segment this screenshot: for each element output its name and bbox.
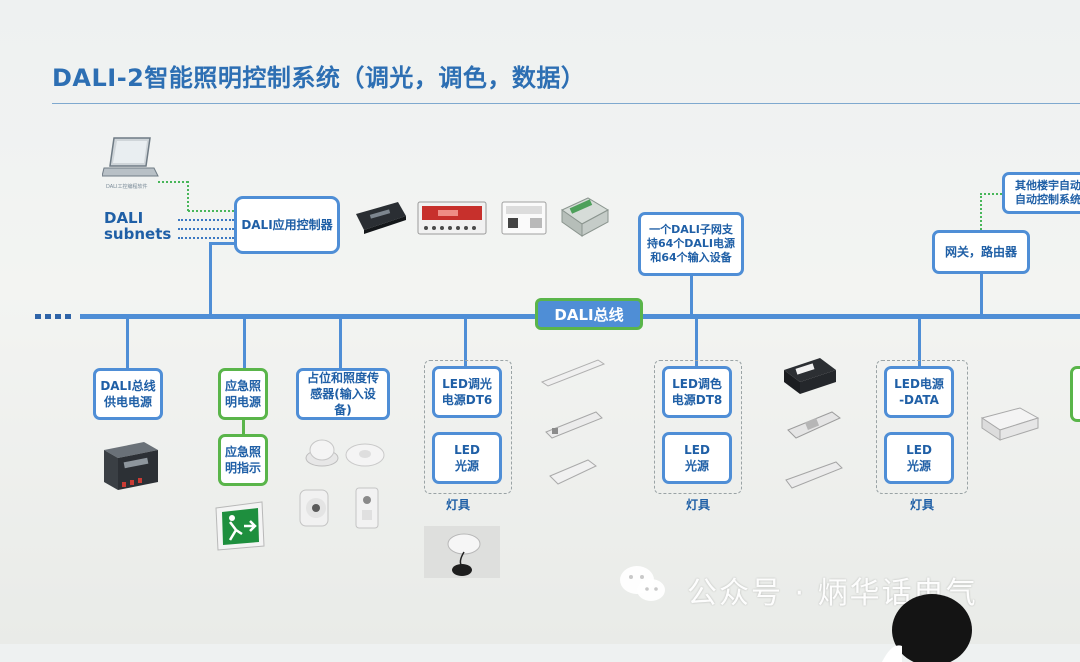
subnet-link-3 — [178, 237, 234, 239]
drop-dt6 — [464, 318, 467, 368]
led-source-box: LED 光源 — [432, 432, 502, 484]
drop-emergency — [243, 318, 246, 370]
controller-device-icon — [356, 202, 406, 234]
fixture-label: 灯具 — [686, 498, 711, 512]
subnet-capacity-box: 一个DALI子网支 持64个DALI电源 和64个输入设备 — [638, 212, 744, 276]
title-divider — [52, 103, 1080, 104]
person-head — [882, 594, 972, 662]
led-driver-icon — [549, 459, 597, 485]
led-driver-icon — [787, 411, 841, 439]
laptop-link-h1 — [158, 181, 188, 183]
bus-continuation — [35, 314, 71, 319]
subnet-link-2 — [178, 228, 234, 230]
laptop-link-h2 — [188, 210, 234, 212]
sensor-icon — [299, 489, 329, 527]
sensor-icon — [305, 439, 339, 467]
led-dim-dt6-box: LED调光 电源DT6 — [432, 366, 502, 418]
subnet-link-1 — [178, 219, 234, 221]
gateway-box: 网关，路由器 — [932, 230, 1030, 274]
led-driver-icon — [784, 358, 836, 394]
led-driver-icon — [545, 411, 603, 439]
drop-dt8 — [695, 318, 698, 368]
fixture-label: 灯具 — [446, 498, 471, 512]
exit-sign-icon — [215, 501, 265, 551]
sensor-icon — [345, 443, 385, 467]
led-downlight-photo — [424, 526, 500, 578]
bus-power-device-icon — [104, 442, 158, 490]
drop-bus-power — [126, 318, 129, 370]
laptop-caption: DALI工控编程软件 — [106, 184, 148, 190]
fixture-label: 灯具 — [910, 498, 935, 512]
fixture-group-data — [876, 360, 968, 494]
drop-data — [918, 318, 921, 368]
led-source-box: LED 光源 — [884, 432, 954, 484]
led-color-dt8-box: LED调色 电源DT8 — [662, 366, 732, 418]
led-source-box: LED 光源 — [662, 432, 732, 484]
emergency-power-box: 应急照 明电源 — [218, 368, 268, 420]
led-power-data-box: LED电源 -DATA — [884, 366, 954, 418]
emergency-sign-box: 应急照 明指示 — [218, 434, 268, 486]
app-controller-box: DALI应用控制器 — [234, 196, 340, 254]
controller-device-icon — [417, 201, 487, 235]
bus-power-box: DALI总线 供电电源 — [93, 368, 163, 420]
controller-device-icon — [561, 197, 610, 237]
laptop-link-v — [187, 181, 189, 211]
led-driver-icon — [540, 359, 606, 387]
gateway-link-h — [980, 193, 1002, 195]
dali-bus-label: DALI总线 — [535, 298, 643, 330]
led-driver-icon — [980, 407, 1040, 441]
app-controller-line-h — [209, 242, 236, 245]
controller-device-icon — [501, 201, 547, 235]
sensors-box: 占位和照度传 感器(输入设备) — [296, 368, 390, 420]
fixture-group-dt6 — [424, 360, 512, 494]
led-driver-icon — [785, 461, 843, 489]
edge-box-partial — [1070, 366, 1080, 422]
page-title: DALI-2智能照明控制系统（调光，调色，数据） — [52, 64, 586, 92]
app-controller-line-v — [209, 242, 212, 316]
wechat-icon — [620, 566, 665, 601]
subnets-label: DALI subnets — [104, 209, 172, 243]
drop-sensors — [339, 318, 342, 370]
gateway-link-v — [980, 193, 982, 230]
fixture-group-dt8 — [654, 360, 742, 494]
gateway-line — [980, 274, 983, 316]
sensor-icon — [355, 487, 379, 529]
laptop-icon — [102, 137, 159, 177]
subnet-capacity-line — [690, 276, 693, 316]
other-systems-box: 其他楼宇自动 自动控制系统 — [1002, 172, 1080, 214]
emergency-link — [242, 420, 245, 434]
